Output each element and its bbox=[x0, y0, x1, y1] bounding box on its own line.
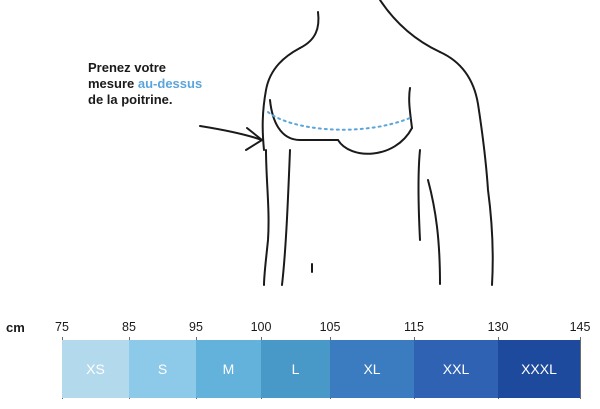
tick-label-105: 105 bbox=[319, 320, 341, 334]
instruction-text: Prenez votre mesure au-dessus de la poit… bbox=[88, 60, 202, 108]
tick-label-145: 145 bbox=[569, 320, 591, 334]
arrow-head bbox=[245, 127, 263, 151]
right-pec-line bbox=[408, 87, 413, 129]
tick-label-85: 85 bbox=[122, 320, 136, 334]
left-pec-line bbox=[269, 99, 339, 141]
right-shoulder-line bbox=[439, 51, 494, 286]
left-body-line bbox=[263, 149, 270, 286]
size-segment-s: S bbox=[129, 340, 196, 398]
neck-right-line bbox=[379, 0, 441, 53]
tick-label-95: 95 bbox=[189, 320, 203, 334]
arrow-line bbox=[199, 125, 263, 141]
right-inner-arm-line bbox=[427, 179, 441, 285]
right-armpit-line bbox=[417, 149, 421, 241]
left-shoulder-line bbox=[261, 47, 301, 151]
unit-label: cm bbox=[6, 320, 25, 335]
instruction-line-2: mesure au-dessus bbox=[88, 76, 202, 92]
left-inner-line bbox=[281, 149, 291, 286]
pec-contour-line bbox=[337, 127, 413, 155]
size-segment-xl: XL bbox=[330, 340, 414, 398]
size-segment-l: L bbox=[261, 340, 330, 398]
instruction-line-1: Prenez votre bbox=[88, 60, 167, 75]
neck-left-line bbox=[299, 11, 320, 49]
size-segment-xxl: XXL bbox=[414, 340, 498, 398]
tick-label-130: 130 bbox=[487, 320, 509, 334]
torso-illustration bbox=[199, 0, 494, 286]
tick-label-115: 115 bbox=[404, 320, 424, 334]
size-segment-xxxl: XXXL bbox=[498, 340, 580, 398]
size-segment-xs: XS bbox=[62, 340, 129, 398]
tick-label-100: 100 bbox=[250, 320, 272, 334]
measure-dotted-line bbox=[267, 111, 411, 131]
size-segment-m: M bbox=[196, 340, 261, 398]
instruction-line-3: de la poitrine. bbox=[88, 92, 173, 107]
tick-line-145 bbox=[580, 337, 581, 399]
instruction-highlight: au-dessus bbox=[137, 76, 203, 91]
instruction-line-2-start: mesure bbox=[88, 76, 138, 91]
tick-label-75: 75 bbox=[55, 320, 69, 334]
